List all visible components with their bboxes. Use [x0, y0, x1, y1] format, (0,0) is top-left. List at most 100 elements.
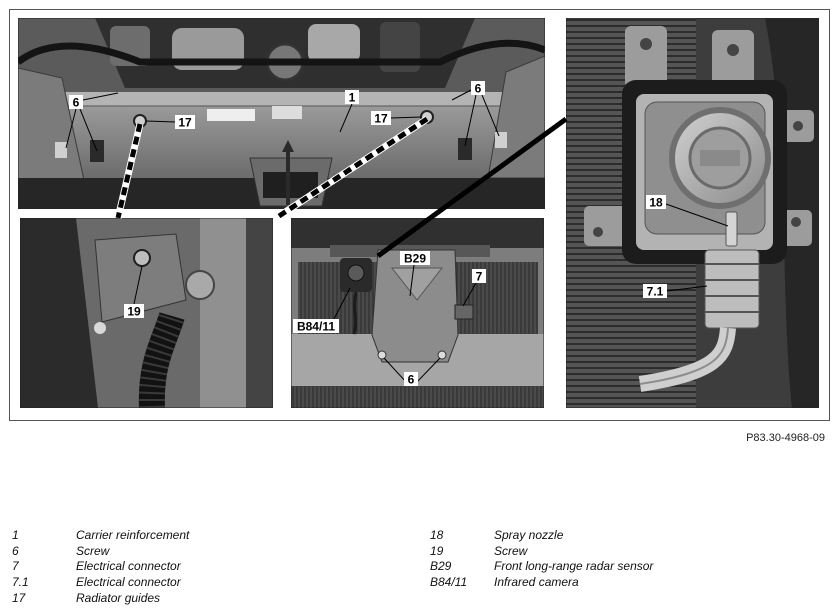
warning-sticker — [207, 109, 255, 121]
callout-box — [646, 195, 666, 209]
leader-line — [481, 94, 500, 137]
detail-link-camera — [376, 116, 568, 259]
callout-spray-nozzle: 18 — [646, 195, 666, 210]
mount-hole — [793, 121, 803, 131]
top-shadow — [291, 218, 544, 248]
leader-line — [390, 116, 422, 119]
leader-line — [82, 92, 119, 101]
figure-reference: P83.30-4968-09 — [746, 432, 825, 444]
washer-hose-edge — [639, 327, 729, 385]
screw — [377, 350, 387, 360]
legend-row: 19 Screw — [430, 544, 653, 560]
callout-box — [69, 95, 83, 109]
callout-radar-screws: 6 — [404, 372, 418, 387]
legend-description: Electrical connector — [76, 559, 181, 574]
photo-guide-screw — [20, 218, 273, 408]
photo-radar-sensor — [291, 218, 544, 408]
callout-screws-right: 6 — [471, 81, 485, 96]
callout-box — [293, 319, 339, 333]
photo-engine-compartment — [18, 18, 545, 209]
legend-row: 6 Screw — [12, 544, 189, 560]
radar-bracket — [371, 249, 459, 363]
legend-row: B29 Front long-range radar sensor — [430, 559, 653, 575]
callout-label: 6 — [475, 82, 482, 96]
legend-code: 17 — [12, 590, 26, 605]
callout-box — [345, 90, 359, 104]
info-sticker — [272, 106, 302, 119]
legend-code: 6 — [12, 543, 19, 558]
radar-bracket-face — [390, 267, 444, 301]
leader-line — [65, 108, 77, 149]
mount-tab — [625, 26, 667, 88]
bracket-plate — [94, 233, 187, 323]
legend-code: B29 — [430, 559, 452, 574]
callout-label: 17 — [374, 112, 388, 126]
tool-tip — [282, 140, 294, 152]
callout-guide-right: 17 — [371, 111, 391, 126]
mount-hole — [640, 38, 652, 50]
bolt — [94, 322, 106, 334]
legend-description: Screw — [76, 543, 110, 558]
callout-label: 19 — [127, 305, 141, 319]
legend-code: 19 — [430, 543, 444, 558]
callout-label: 6 — [408, 373, 415, 387]
leader-line — [464, 94, 477, 147]
leader-line — [133, 265, 143, 305]
legend-description: Spray nozzle — [494, 528, 564, 542]
spray-nozzle — [725, 211, 738, 247]
carrier-top-lip — [18, 92, 545, 106]
camera-cable — [352, 291, 358, 335]
legend-code: 7 — [12, 559, 19, 574]
corrugated-tube — [138, 312, 185, 408]
callout-guide-left: 17 — [175, 115, 195, 130]
legend-code: B84/11 — [430, 575, 468, 590]
callout-carrier: 1 — [345, 90, 359, 105]
legend-description: Carrier reinforcement — [76, 528, 190, 542]
callout-label: 7 — [476, 270, 483, 284]
leader-line — [409, 264, 415, 297]
callout-label: 18 — [649, 196, 663, 210]
callout-box — [124, 304, 144, 318]
legend-description: Screw — [494, 543, 528, 558]
round-fitting — [185, 270, 215, 300]
callout-connector: 7 — [472, 269, 486, 284]
callout-screw-19: 19 — [124, 304, 144, 319]
legend-description: Infrared camera — [494, 575, 579, 590]
callout-label: 17 — [178, 116, 192, 130]
mount-hole — [791, 217, 801, 227]
leader-line — [415, 357, 441, 384]
callout-box — [643, 284, 667, 298]
callout-box — [472, 269, 486, 283]
callout-screws-left: 6 — [69, 95, 83, 110]
callout-box — [471, 81, 485, 95]
callout-radar-sensor: B29 — [400, 251, 430, 266]
leader-line — [79, 108, 98, 152]
leader-line — [383, 357, 408, 384]
clip-right — [495, 132, 507, 148]
callout-camera-connector: 7.1 — [643, 284, 667, 299]
lens-cover-slot — [700, 150, 740, 166]
screw — [437, 350, 447, 360]
callout-infrared-camera: B84/11 — [293, 319, 339, 334]
legend-row: 7 Electrical connector — [12, 559, 189, 575]
legend-code: 7.1 — [12, 575, 29, 590]
camera-connector — [704, 249, 760, 329]
callout-box — [400, 251, 430, 265]
mount-hole — [593, 227, 603, 237]
electrical-connector — [454, 304, 474, 320]
legend-description: Electrical connector — [76, 575, 181, 590]
detail-link-right — [274, 116, 429, 221]
camera-lens — [347, 264, 365, 282]
callout-box — [175, 115, 195, 129]
mount-tab — [712, 30, 754, 88]
screw-head — [133, 249, 151, 267]
leader-line — [666, 285, 708, 292]
legend-description: Front long-range radar sensor — [494, 559, 654, 574]
legend-row: 7.1 Electrical connector — [12, 575, 189, 591]
leader-line — [665, 203, 729, 227]
callout-label: B29 — [404, 252, 426, 266]
